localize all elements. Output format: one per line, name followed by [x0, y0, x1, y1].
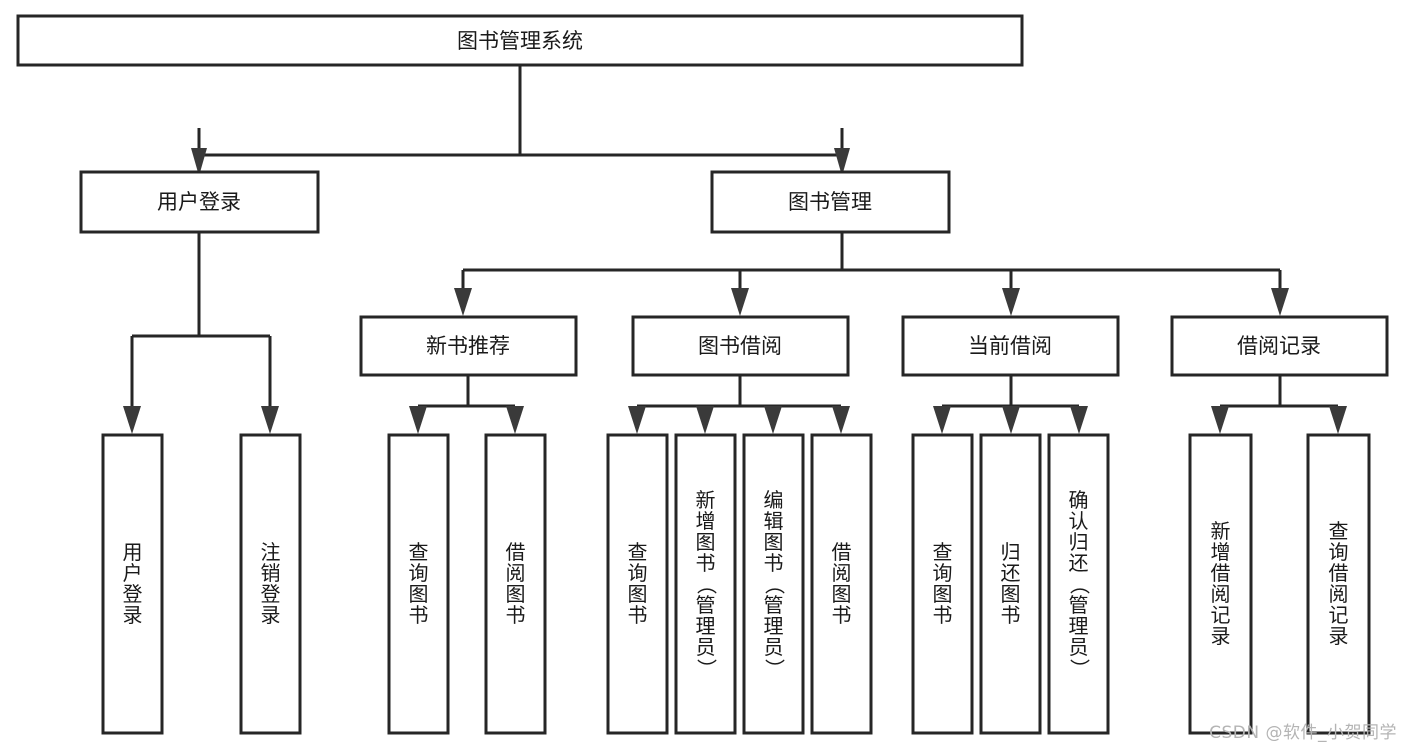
leaf-box-borrow-record-0[interactable]: [1188, 433, 1253, 735]
leaf-box-user-login-0[interactable]: [101, 433, 164, 735]
leaf-box-new-book-0[interactable]: [387, 433, 450, 735]
node-new-book-recommend-label: 新书推荐: [426, 334, 510, 358]
node-current-borrow-label: 当前借阅: [968, 334, 1052, 358]
leaf-box-book-borrow-2[interactable]: [742, 433, 805, 735]
leaf-box-new-book-1[interactable]: [484, 433, 547, 735]
connector-root-to-level2: [191, 65, 850, 176]
connector-borrowrecord-to-leaves: [1211, 375, 1347, 434]
connector-bookborrow-to-leaves: [628, 375, 850, 434]
node-book-management-label: 图书管理: [788, 190, 872, 214]
leaf-box-current-borrow-2[interactable]: [1047, 433, 1110, 735]
leaf-box-user-login-1[interactable]: [239, 433, 302, 735]
leaf-box-current-borrow-0[interactable]: [911, 433, 974, 735]
node-current-borrow[interactable]: 当前借阅: [901, 315, 1120, 377]
node-book-borrow-label: 图书借阅: [698, 334, 782, 358]
connector-bookmgmt-to-level3: [454, 232, 1289, 316]
connector-currentborrow-to-leaves: [933, 375, 1088, 434]
node-root-label: 图书管理系统: [457, 29, 583, 53]
node-user-login-label: 用户登录: [157, 190, 241, 214]
connector-userlogin-to-leaves: [123, 232, 279, 434]
node-user-login[interactable]: 用户登录: [79, 170, 320, 234]
node-book-borrow[interactable]: 图书借阅: [631, 315, 850, 377]
csdn-watermark: CSDN @软件_小贺同学: [1209, 723, 1397, 743]
node-book-management[interactable]: 图书管理: [710, 170, 951, 234]
leaf-box-book-borrow-0[interactable]: [606, 433, 669, 735]
leaf-box-current-borrow-1[interactable]: [979, 433, 1042, 735]
node-new-book-recommend[interactable]: 新书推荐: [359, 315, 578, 377]
leaf-box-book-borrow-1[interactable]: [674, 433, 737, 735]
node-borrow-record[interactable]: 借阅记录: [1170, 315, 1389, 377]
node-borrow-record-label: 借阅记录: [1237, 334, 1321, 358]
node-root[interactable]: 图书管理系统: [16, 14, 1024, 67]
leaf-box-book-borrow-3[interactable]: [810, 433, 873, 735]
connector-newbook-to-leaves: [409, 375, 524, 434]
leaf-box-borrow-record-1[interactable]: [1306, 433, 1371, 735]
